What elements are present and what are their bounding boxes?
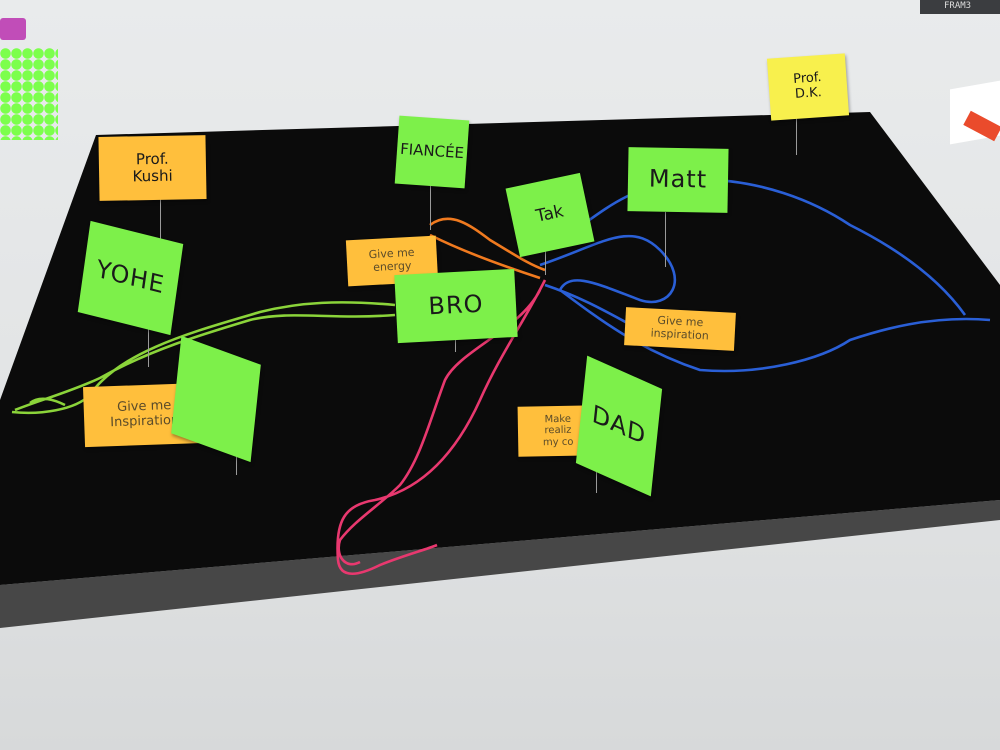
yarn-green xyxy=(11,301,396,415)
marker-pink xyxy=(0,18,26,40)
note-give-inspiration-right: Give me inspiration xyxy=(624,307,736,351)
device-corner xyxy=(920,0,1000,14)
pin-tak xyxy=(545,245,546,275)
board-surface xyxy=(0,112,1000,585)
pin-fiancee xyxy=(430,185,431,230)
pin-matt xyxy=(665,212,666,267)
green-dot-sticker-sheet xyxy=(0,48,58,140)
yarn-orange xyxy=(429,217,546,280)
pin-unlabeled xyxy=(236,445,237,475)
note-matt: Matt xyxy=(627,147,729,213)
pin-yohe xyxy=(148,325,149,367)
note-prof-dk: Prof. D.K. xyxy=(766,53,850,121)
note-bro: BRO xyxy=(394,268,518,344)
device-label: FRAM3 xyxy=(944,1,972,11)
note-prof-kushi: Prof. Kushi xyxy=(98,135,207,201)
pin-bro xyxy=(455,340,456,352)
pin-prof-kushi xyxy=(160,196,161,244)
pin-dad xyxy=(596,455,597,493)
note-fiancee: FIANCÉE xyxy=(394,115,470,189)
yarn-pink xyxy=(336,279,547,576)
pin-prof-dk xyxy=(796,115,797,155)
board-edge xyxy=(0,500,1000,628)
